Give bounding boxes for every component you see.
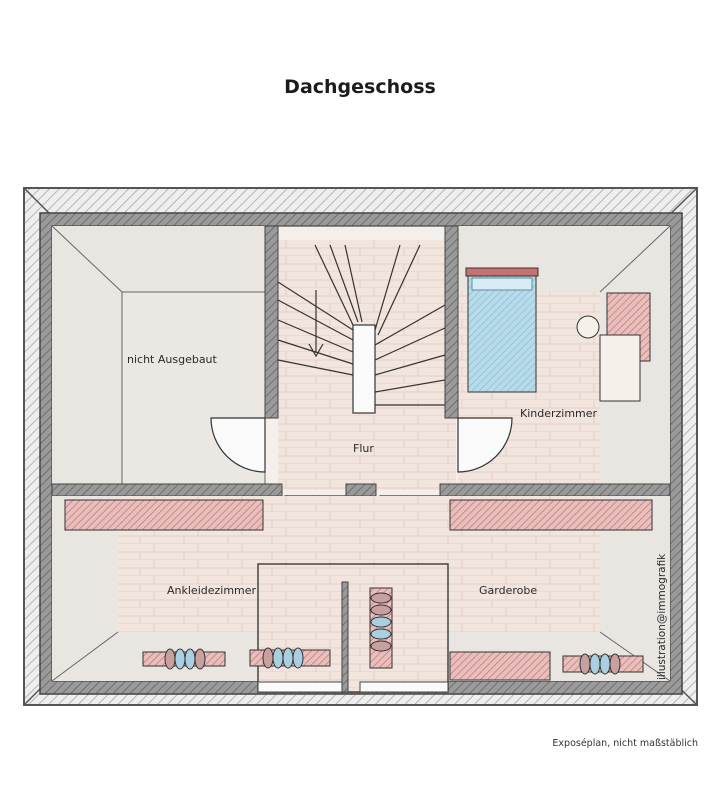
interior-walls [51,225,671,545]
staircase [277,244,446,414]
childrens-room-furniture [465,267,651,402]
chair [576,315,600,339]
footer-note: Exposéplan, nicht maßstäblich [552,738,698,749]
label-hallway: Flur [353,442,374,455]
label-wardrobe: Garderobe [479,584,537,597]
closet-core [257,563,449,693]
plan-title: Dachgeschoss [284,76,436,98]
illustration-credit: illustration@immografik [656,553,668,680]
label-not-developed: nicht Ausgebaut [127,353,218,366]
hangers [164,592,621,675]
label-childrens-room: Kinderzimmer [520,407,598,420]
label-walk-in-closet: Ankleidezimmer [167,584,257,597]
